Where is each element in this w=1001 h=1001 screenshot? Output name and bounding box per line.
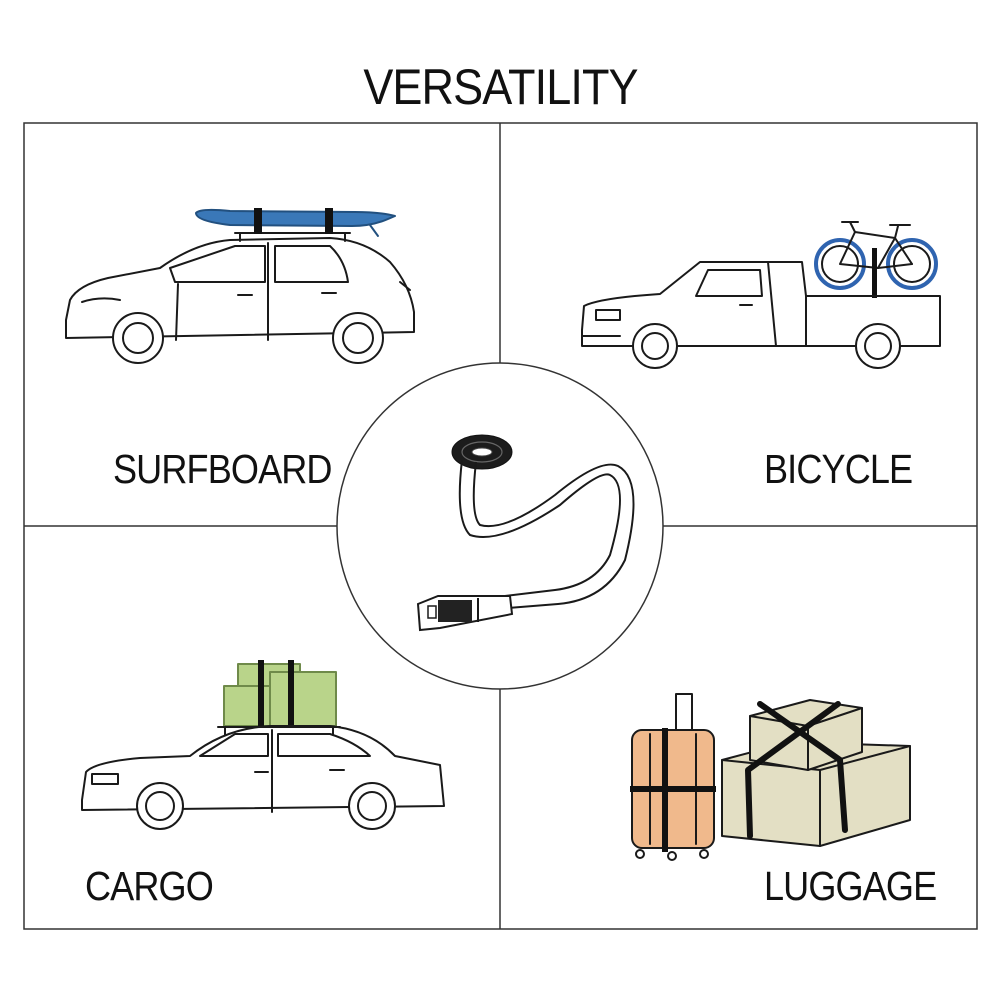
luggage-label: LUGGAGE [764, 863, 937, 909]
page-title: VERSATILITY [363, 59, 638, 115]
bicycle-label: BICYCLE [764, 446, 913, 492]
suitcase-and-boxes-icon [630, 693, 911, 861]
surfboard-label: SURFBOARD [113, 446, 332, 492]
cargo-label: CARGO [85, 863, 214, 909]
tie-down-strap-icon [336, 362, 664, 690]
car-with-surfboard-icon [65, 208, 415, 364]
pickup-truck-with-bicycle-icon [581, 221, 941, 369]
sedan-with-cargo-boxes-icon [81, 660, 445, 830]
